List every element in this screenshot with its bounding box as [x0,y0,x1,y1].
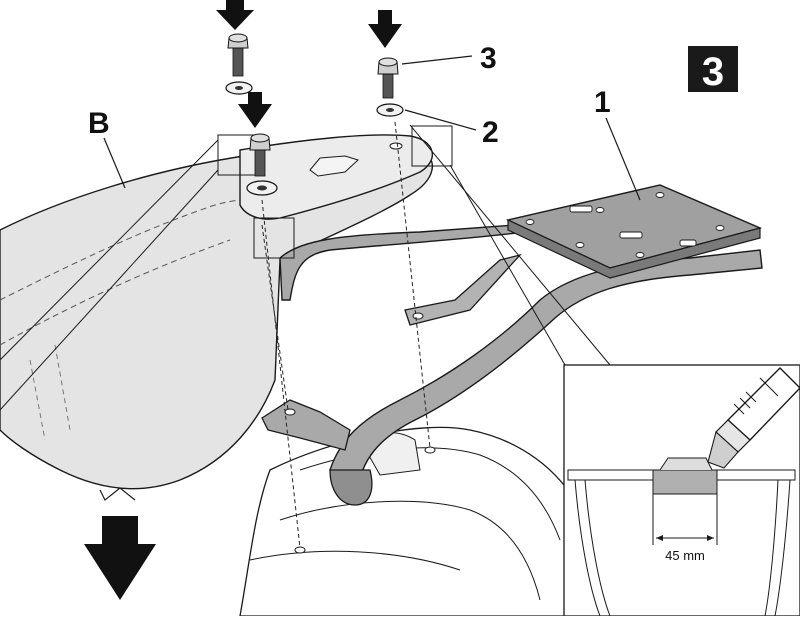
bolt-left-top [227,33,249,77]
scooter-body-panel [0,141,433,501]
step-number: 3 [702,50,724,94]
arrow-down-icon [368,10,402,48]
washer-left-top [225,81,253,95]
detail-frame-right [411,125,453,167]
washer-right [376,103,404,117]
callout-leader-lines [103,55,641,201]
seat-top-plate [239,134,433,220]
arrow-down-icon [238,92,272,128]
callout-part-1: 1 [594,86,611,119]
dimension-label: 45 mm [665,548,705,563]
callout-part-2: 2 [482,116,499,149]
scooter-floor-frame [239,426,581,617]
washer-left-lower [246,180,278,196]
bolt-left-lower [249,133,271,177]
arrow-down-icon [216,0,254,30]
bolt-right [377,57,399,99]
arrow-down-icon [84,516,156,600]
zoom-guide-lines [0,124,611,411]
detail-frame-mid [253,217,295,259]
step-badge: 3 [688,46,738,94]
callout-part-b: B [88,107,110,140]
utility-knife-icon [707,367,800,469]
callout-part-3: 3 [480,42,497,75]
rear-rack [261,184,763,506]
